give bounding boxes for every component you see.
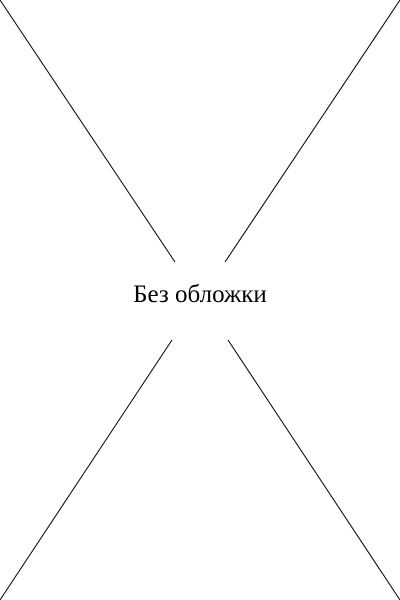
cross-line-bottom-right	[227, 339, 400, 600]
no-cover-label: Без обложки	[133, 281, 267, 308]
cross-line-top-right	[224, 0, 400, 263]
cross-line-top-left	[0, 0, 176, 263]
cross-line-bottom-left	[0, 339, 173, 600]
